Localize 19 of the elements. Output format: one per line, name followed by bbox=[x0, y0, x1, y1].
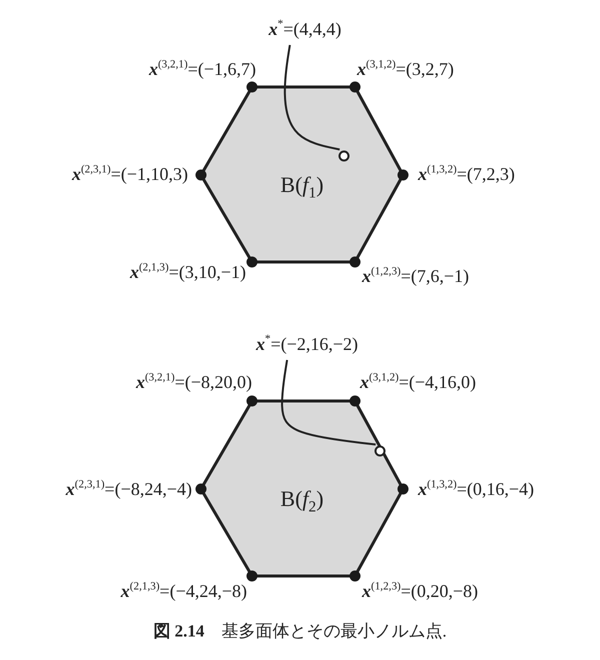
vertex-label: x$^{(1,3,2)}$=(0,16,−4) bbox=[418, 480, 534, 500]
optimal-point-label: x$^{*}$=(4,4,4) bbox=[268, 20, 342, 40]
leader-line bbox=[281, 360, 376, 446]
figure-caption: 図 2.14 基多面体とその最小ノルム点. bbox=[153, 622, 447, 642]
polytope-label: B(f$_{1}$) bbox=[280, 172, 324, 198]
vertex-label: x$^{(2,3,1)}$=(−8,24,−4) bbox=[66, 480, 192, 500]
vertex-label: x$^{(2,1,3)}$=(−4,24,−8) bbox=[120, 582, 247, 602]
vertex-label: x$^{(1,2,3)}$=(7,6,−1) bbox=[362, 267, 470, 287]
vertex-label: x$^{(2,1,3)}$=(3,10,−1) bbox=[130, 263, 246, 283]
vertex-label: x$^{(3,2,1)}$=(−1,6,7) bbox=[148, 60, 256, 80]
vertex-label: x$^{(1,2,3)}$=(0,20,−8) bbox=[362, 582, 478, 602]
vertex-label: x$^{(3,2,1)}$=(−8,20,0) bbox=[136, 373, 252, 393]
optimal-point-label: x$^{*}$=(−2,16,−2) bbox=[256, 335, 358, 355]
vertex-label: x$^{(3,1,2)}$=(−4,16,0) bbox=[360, 373, 476, 393]
vertex-label: x$^{(3,1,2)}$=(3,2,7) bbox=[357, 60, 454, 80]
polytope-label: B(f$_{2}$) bbox=[280, 486, 324, 512]
leader-line bbox=[284, 44, 340, 150]
vertex-label: x$^{(1,3,2)}$=(7,2,3) bbox=[418, 165, 515, 185]
vertex-label: x$^{(2,3,1)}$=(−1,10,3) bbox=[72, 165, 188, 185]
